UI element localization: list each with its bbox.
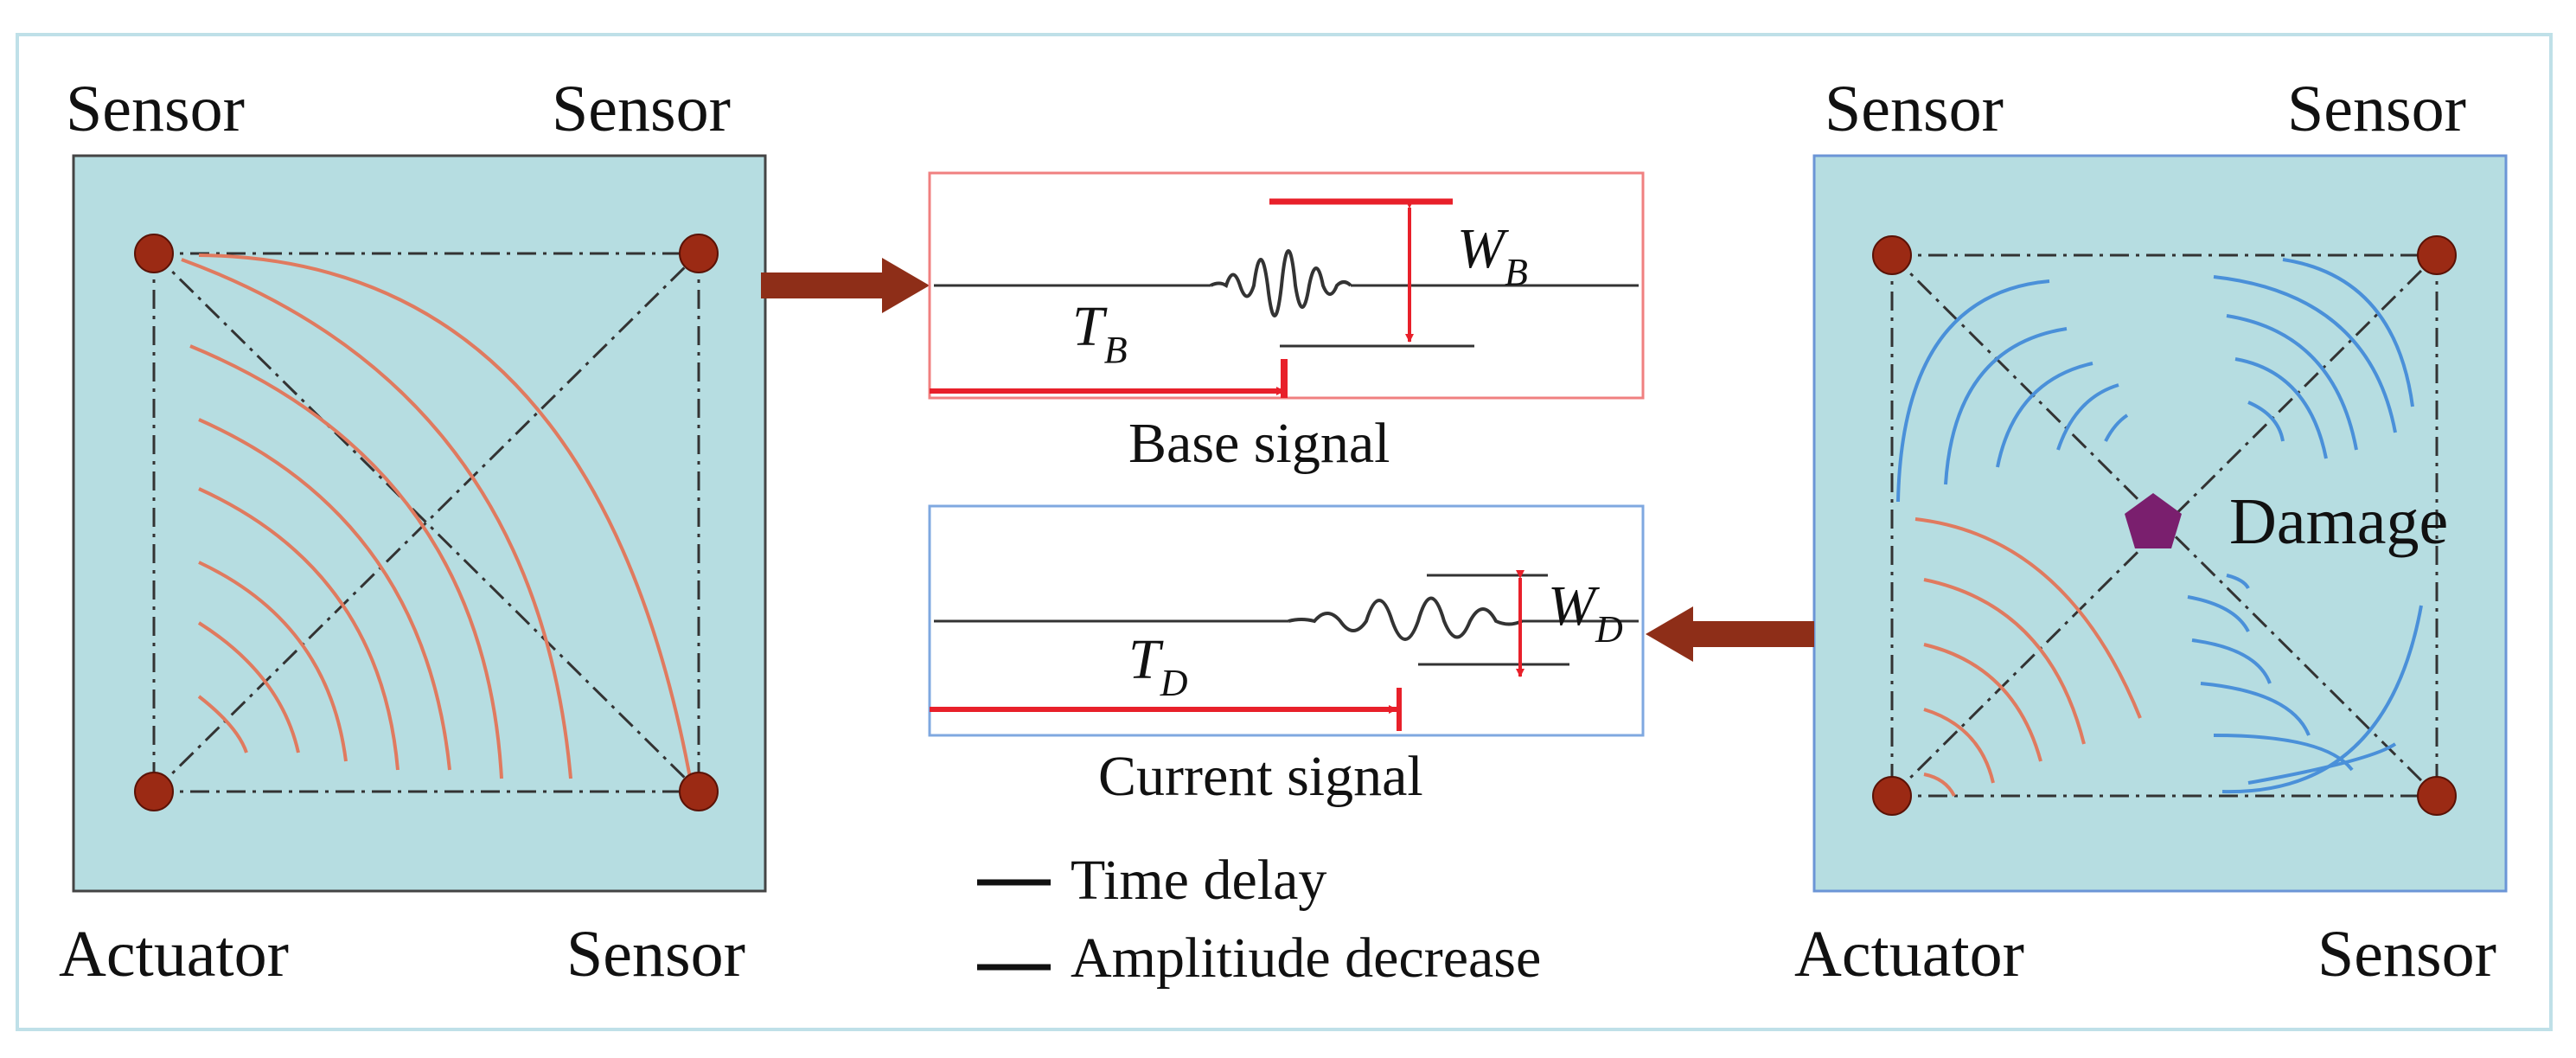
- right-plate-nodes: [1872, 235, 2457, 816]
- base-signal-box: [928, 171, 1645, 400]
- current-signal-box: [928, 504, 1645, 737]
- outer-frame: [16, 33, 2553, 1031]
- left-top-right-label: Sensor: [552, 73, 731, 145]
- base-signal-caption: Base signal: [1128, 412, 1390, 475]
- right-plate-blue-waves: [1896, 258, 2423, 794]
- right-top-right-label: Sensor: [2287, 73, 2466, 145]
- arrow-to-base: [761, 258, 930, 313]
- base-waveform: [1210, 249, 1352, 317]
- left-plate-waves: [181, 253, 694, 788]
- left-plate-paths: [152, 252, 700, 793]
- base-time-label: TB: [1072, 295, 1128, 371]
- right-bottom-right-label: Sensor: [2317, 918, 2496, 991]
- left-plate-body: [72, 154, 767, 893]
- damage-marker-icon: [2125, 493, 2182, 548]
- right-plate: [1812, 154, 2508, 893]
- legend-amplitude-label: Amplitiude decrease: [1071, 927, 1542, 990]
- damage-label: Damage: [2229, 485, 2449, 558]
- current-waveform: [1288, 596, 1523, 641]
- right-plate-orange-waves: [1914, 517, 2142, 797]
- arrow-to-current: [1646, 606, 1814, 662]
- left-plate: [72, 154, 767, 893]
- left-bottom-right-label: Sensor: [566, 918, 745, 991]
- base-amplitude-label: WB: [1457, 217, 1528, 293]
- left-plate-nodes: [134, 234, 719, 811]
- legend-time-delay-label: Time delay: [1071, 849, 1327, 912]
- left-bottom-left-label: Actuator: [59, 918, 289, 991]
- left-top-left-label: Sensor: [66, 73, 245, 145]
- current-amplitude-label: WD: [1548, 574, 1623, 651]
- current-signal-caption: Current signal: [1098, 745, 1423, 808]
- right-plate-paths: [1890, 253, 2439, 798]
- current-time-label: TD: [1128, 628, 1188, 704]
- right-top-left-label: Sensor: [1825, 73, 2004, 145]
- right-bottom-left-label: Actuator: [1794, 918, 2024, 991]
